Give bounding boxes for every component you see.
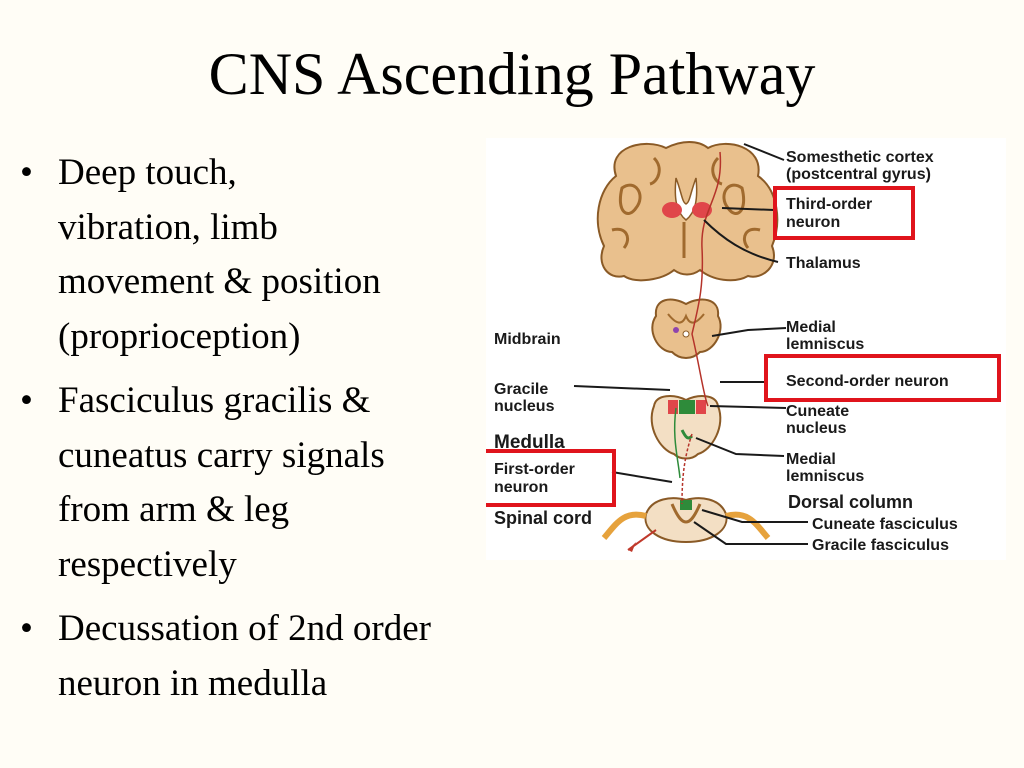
midbrain-section-icon xyxy=(651,298,722,359)
bullet-line: (proprioception) xyxy=(58,315,301,357)
slide-title: CNS Ascending Pathway xyxy=(208,41,816,107)
label-gracile: Gracile xyxy=(494,381,548,398)
bullet-icon: • xyxy=(20,380,33,421)
bullet-icon: • xyxy=(20,608,33,649)
bullet-line: cuneatus carry signals xyxy=(58,434,385,476)
bullet-line: movement & position xyxy=(58,261,381,302)
bullet-item: • Deep touch, vibration, limb movement &… xyxy=(18,146,523,364)
label-cuneate-nucleus: nucleus xyxy=(786,420,847,437)
label-medial-lemniscus-top: Medial xyxy=(786,319,836,336)
label-gracile-fasciculus: Gracile fasciculus xyxy=(812,537,949,554)
highlight-box-first-order xyxy=(486,449,616,507)
label-third-order-neuron: neuron xyxy=(786,214,840,231)
pathway-diagram: Somesthetic cortex (postcentral gyrus) T… xyxy=(486,138,1006,560)
bullet-line: from arm & leg xyxy=(58,489,290,530)
leader-lines xyxy=(573,143,808,545)
label-spinal-cord: Spinal cord xyxy=(494,508,592,528)
label-cuneate: Cuneate xyxy=(786,403,849,420)
bullet-item: • Decussation of 2nd order neuron in med… xyxy=(18,602,523,711)
label-first-order-neuron: neuron xyxy=(494,479,548,496)
bullet-line: Fasciculus gracilis & xyxy=(58,380,371,421)
label-lemniscus-bottom: lemniscus xyxy=(786,468,864,485)
highlight-box-third-order xyxy=(773,186,915,240)
medulla-section-icon xyxy=(650,395,722,460)
label-first-order: First-order xyxy=(494,461,575,478)
pathway-fibers xyxy=(673,151,722,505)
pathway-diagram-svg: Somesthetic cortex (postcentral gyrus) T… xyxy=(486,141,1001,554)
bullet-icon: • xyxy=(20,152,33,193)
bullet-line: neuron in medulla xyxy=(58,662,328,704)
label-cuneate-fasciculus: Cuneate fasciculus xyxy=(812,516,958,533)
label-postcentral-gyrus: (postcentral gyrus) xyxy=(786,166,931,183)
label-lemniscus-top: lemniscus xyxy=(786,336,864,353)
label-somesthetic-cortex: Somesthetic cortex xyxy=(786,149,934,166)
label-gracile-nucleus: nucleus xyxy=(494,398,555,415)
label-third-order: Third-order xyxy=(786,196,872,213)
bullet-line: vibration, limb xyxy=(58,206,278,248)
label-second-order: Second-order neuron xyxy=(786,373,949,390)
label-thalamus: Thalamus xyxy=(786,255,861,272)
label-medial-lemniscus-bottom: Medial xyxy=(786,451,836,468)
label-dorsal-column: Dorsal column xyxy=(788,492,913,512)
label-medulla: Medulla xyxy=(494,432,565,453)
bullet-item: • Fasciculus gracilis & cuneatus carry s… xyxy=(18,374,523,592)
bullet-list: • Deep touch, vibration, limb movement &… xyxy=(18,146,523,721)
bullet-line: Deep touch, xyxy=(58,152,237,193)
bullet-line: Decussation of 2nd order xyxy=(58,608,431,649)
bullet-line: respectively xyxy=(58,543,237,585)
label-midbrain: Midbrain xyxy=(494,331,561,348)
brain-section-icon xyxy=(596,141,779,282)
highlight-box-second-order xyxy=(764,354,1001,402)
